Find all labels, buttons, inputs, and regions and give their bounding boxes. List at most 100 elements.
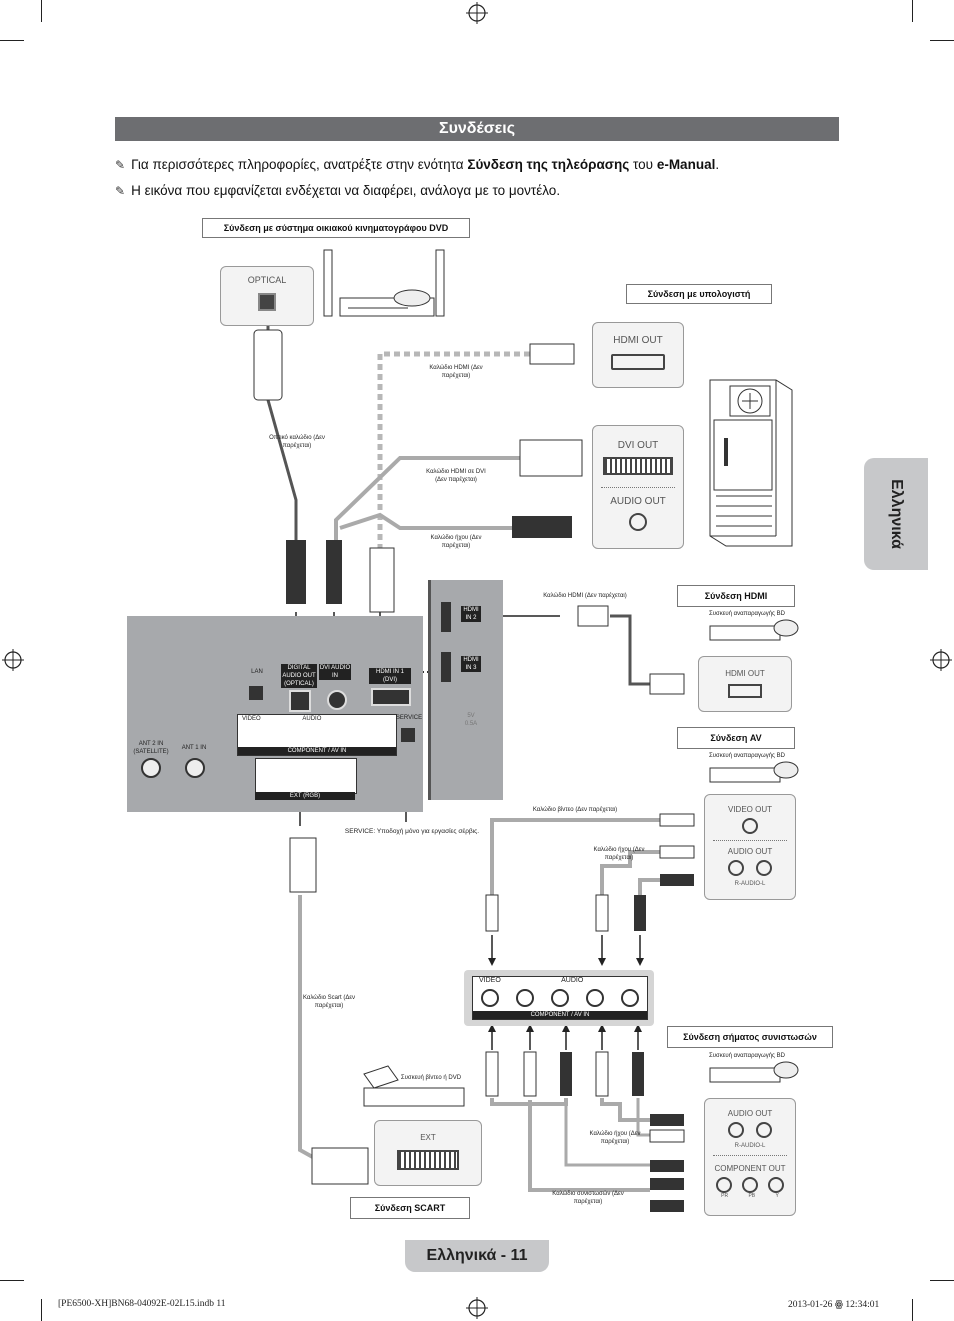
hdmi-in3-port-icon [441, 652, 451, 682]
component-out-label: COMPONENT OUT [714, 1164, 786, 1173]
dvi-port-icon [603, 457, 673, 475]
optical-port-label: OPTICAL [247, 275, 287, 285]
hdmi-out-label: HDMI OUT [613, 335, 663, 346]
audio-r-jack-icon [727, 860, 744, 876]
crop-mark [0, 1280, 24, 1281]
dvi-audio-port-icon [327, 690, 347, 710]
crop-mark [930, 1280, 954, 1281]
tv-side-panel: HDMI IN 2 HDMI IN 3 5V 0.5A [428, 580, 503, 800]
audio-out-comp-label: AUDIO OUT [727, 1109, 773, 1118]
optical-port-panel: OPTICAL [220, 266, 314, 326]
note-emanual: ✎Για περισσότερες πληροφορίες, ανατρέξτε… [115, 157, 720, 172]
jack-icon [481, 989, 500, 1007]
jack-icon [516, 989, 535, 1007]
crop-mark [912, 1299, 913, 1321]
optical-out-port-icon [289, 690, 311, 712]
y-label: Y [775, 1193, 779, 1199]
ant1-port-icon [185, 758, 205, 778]
hdmi-in3-label: HDMI IN 3 [461, 656, 481, 672]
r-audio-l-av-label: R-AUDIO-L [734, 881, 766, 887]
cable-label-hdmi-side: Καλώδιο HDMI (Δεν παρέχεται) [543, 593, 627, 599]
hdmi-in2-label: HDMI IN 2 [461, 606, 481, 622]
component-av-in-label: COMPONENT / AV IN [238, 747, 396, 755]
pc-dvi-audio-panel: DVI OUT AUDIO OUT [592, 425, 684, 549]
dvi-audio-in-label: DVI AUDIO IN [319, 664, 351, 680]
pr-jack-icon [716, 1177, 732, 1193]
ant2-label: ANT 2 IN (SATELLITE) [133, 741, 169, 755]
bd-player-icon [709, 1061, 799, 1083]
pc-hdmi-out-panel: HDMI OUT [592, 322, 684, 388]
cable-label-audio-comp: Καλώδιο ήχου (Δεν παρέχεται) [589, 1131, 641, 1145]
cable-label-video: Καλώδιο βίντεο (Δεν παρέχεται) [532, 807, 618, 813]
hdmi-in1-label: HDMI IN 1 (DVI) [369, 668, 411, 684]
service-port-icon [401, 728, 415, 742]
pb-jack-icon [742, 1177, 758, 1193]
lan-port-icon [249, 686, 263, 700]
scart-port-icon [397, 1150, 459, 1170]
bd-hdmi-out-label: HDMI OUT [725, 669, 765, 678]
note-image-may-differ: ✎Η εικόνα που εμφανίζεται ενδέχεται να δ… [115, 183, 561, 198]
home-theater-icon [323, 249, 445, 317]
registration-mark-icon [466, 2, 488, 24]
section-label-scart: Σύνδεση SCART [350, 1197, 470, 1219]
hdmi-port-icon [611, 354, 665, 370]
ant1-label: ANT 1 IN [181, 745, 207, 751]
vcr-dvd-label: Συσκευή βίντεο ή DVD [400, 1075, 462, 1081]
bd-player-icon [709, 619, 799, 641]
service-note: SERVICE: Υποδοχή μόνο για εργασίες σέρβι… [344, 828, 480, 835]
jack-icon [550, 989, 569, 1007]
section-label-dvd-home: Σύνδεση με σύστημα οικιακού κινηματογράφ… [202, 218, 470, 238]
cable-label-audio-av: Καλώδιο ήχου (Δεν παρέχεται) [593, 847, 645, 861]
crop-mark [41, 1299, 42, 1321]
section-label-hdmi: Σύνδεση HDMI [677, 585, 795, 607]
footer-file-info: [PE6500-XH]BN68-04092E-02L15.indb 11 [58, 1299, 226, 1309]
ext-rgb-label: EXT (RGB) [255, 792, 355, 800]
jack-icon [585, 989, 604, 1007]
page-number-label: Ελληνικά - 11 [405, 1240, 549, 1272]
ext-port-panel: EXT [374, 1120, 482, 1186]
section-label-component: Σύνδεση σήματος συνιστωσών [667, 1026, 833, 1048]
page-title: Συνδέσεις [115, 117, 839, 141]
crop-mark [41, 0, 42, 22]
hdmi-in2-port-icon [441, 602, 451, 632]
service-label: SERVICE [395, 715, 423, 721]
scart-port-icon [255, 758, 357, 794]
cable-label-audio: Καλώδιο ήχου (Δεν παρέχεται) [430, 535, 482, 549]
tv-back-panel: LAN DIGITAL AUDIO OUT (OPTICAL) DVI AUDI… [127, 616, 423, 812]
av-out-panel: VIDEO OUT AUDIO OUT R-AUDIO-L [704, 794, 796, 900]
audio-out-av-label: AUDIO OUT [727, 847, 773, 856]
audio-l-jack-icon [756, 1122, 773, 1138]
footer-timestamp: 2013-01-26 ꙮ 12:34:01 [788, 1300, 880, 1310]
pencil-note-icon: ✎ [115, 158, 126, 172]
jack-icon [620, 989, 639, 1007]
optical-out-label: DIGITAL AUDIO OUT (OPTICAL) [281, 664, 317, 688]
component-av-strip: VIDEO AUDIO COMPONENT / AV IN [237, 714, 397, 756]
cable-label-hdmi-dvi: Καλώδιο HDMI σε DVI (Δεν παρέχεται) [426, 469, 486, 483]
audio-r-jack-icon [727, 1122, 744, 1138]
video-jack-icon [742, 818, 758, 834]
vcr-dvd-icon [363, 1065, 465, 1107]
ant2-port-icon [141, 758, 161, 778]
section-label-av: Σύνδεση AV [677, 727, 795, 749]
pc-tower-icon [709, 379, 793, 547]
component-av-in-enlarged: VIDEO AUDIO COMPONENT / AV IN [464, 970, 654, 1026]
component-av-in-large-label: COMPONENT / AV IN [473, 1011, 647, 1019]
video-out-label: VIDEO OUT [727, 805, 772, 814]
hdmi-port-icon [728, 684, 762, 698]
lan-label: LAN [251, 669, 263, 675]
bd-hdmi-out-panel: HDMI OUT [698, 656, 792, 712]
hdmi-in1-port-icon [371, 688, 411, 706]
cable-label-optical: Οπτικό καλώδιο (Δεν παρέχεται) [269, 435, 325, 449]
dvi-out-label: DVI OUT [617, 440, 659, 451]
registration-mark-icon [2, 649, 24, 671]
bd-player-label-av: Συσκευή αναπαραγωγής BD [709, 753, 785, 759]
registration-mark-icon [930, 649, 952, 671]
language-side-tab: Ελληνικά [864, 458, 928, 570]
audio-l-jack-icon [756, 860, 773, 876]
pencil-note-icon: ✎ [115, 184, 126, 198]
audio-jack-icon [629, 513, 647, 531]
bd-player-label-hdmi: Συσκευή αναπαραγωγής BD [709, 611, 785, 617]
pr-label: PR [721, 1193, 729, 1199]
crop-mark [0, 40, 24, 41]
